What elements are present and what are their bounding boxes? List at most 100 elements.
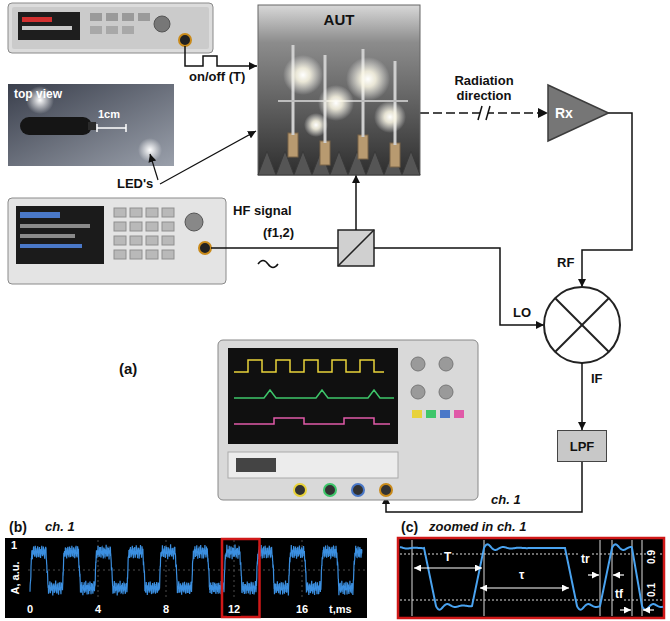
antenna-photo xyxy=(366,151,384,175)
power-splitter xyxy=(338,230,374,266)
pulse-generator xyxy=(138,13,150,21)
scale-label: 1cm xyxy=(97,108,121,121)
fall-time-label: tf xyxy=(614,588,624,602)
signal-generator xyxy=(162,208,174,217)
signal-generator xyxy=(114,250,126,259)
node-text: LPF xyxy=(570,438,595,456)
oscilloscope xyxy=(412,410,422,418)
leader-line xyxy=(160,131,256,184)
zoom-chart xyxy=(414,568,654,610)
top-view-photo xyxy=(8,84,174,166)
oscilloscope xyxy=(236,458,276,472)
top-view-photo xyxy=(96,124,98,132)
port-label: LO xyxy=(512,306,532,321)
panel-label: (c) xyxy=(400,519,419,535)
signal-generator xyxy=(146,250,158,259)
top-view-photo xyxy=(97,127,126,129)
zoom-chart xyxy=(398,538,664,618)
pulse-generator xyxy=(90,26,102,34)
signal-generator xyxy=(20,234,75,238)
waveform-chart xyxy=(28,570,365,571)
edge-label: Radiation direction xyxy=(437,74,531,104)
rf-wire xyxy=(211,247,338,249)
signal-label: HF signal xyxy=(232,204,293,219)
pulse-wire xyxy=(185,46,257,66)
signal-generator xyxy=(130,208,142,217)
oscilloscope xyxy=(440,410,450,418)
lo-wire xyxy=(374,248,544,325)
pulse-generator xyxy=(8,3,213,53)
channel-label: zoomed in ch. 1 xyxy=(428,520,528,535)
oscilloscope xyxy=(454,410,464,418)
signal-generator xyxy=(8,198,226,284)
oscilloscope xyxy=(234,360,384,372)
antenna-photo xyxy=(330,151,348,175)
level-label: 0.9 xyxy=(646,549,658,565)
waveform-chart xyxy=(30,544,362,595)
amplifier-triangle: Rx xyxy=(548,85,609,141)
break-mark xyxy=(486,106,490,120)
mixer-symbol xyxy=(555,298,609,352)
pulse-width-label: τ xyxy=(518,569,525,583)
oscilloscope xyxy=(411,357,453,399)
antenna-photo xyxy=(374,101,406,133)
signal-generator xyxy=(130,236,142,245)
signal-generator xyxy=(146,208,158,217)
oscilloscope xyxy=(380,484,392,496)
channel-label: ch. 1 xyxy=(44,520,76,535)
signal-generator xyxy=(16,206,104,264)
oscilloscope xyxy=(439,385,453,399)
signal-generator xyxy=(185,213,203,231)
break-mark xyxy=(478,106,490,120)
antenna-photo xyxy=(304,113,328,137)
photo-caption: top view xyxy=(13,88,63,102)
rf-wire xyxy=(355,175,357,230)
signal-generator xyxy=(162,250,174,259)
waveform-chart xyxy=(222,539,260,617)
axis-tick: 8 xyxy=(162,603,170,616)
signal-generator xyxy=(162,236,174,245)
signal-generator xyxy=(130,222,142,231)
node-text: AUT xyxy=(258,5,420,28)
antenna-photo xyxy=(258,5,420,175)
pulse-generator xyxy=(8,3,213,53)
antenna-photo xyxy=(283,55,323,95)
zoom-chart xyxy=(620,609,631,610)
axis-tick: 4 xyxy=(94,603,102,616)
waveform-chart xyxy=(28,540,365,600)
power-splitter xyxy=(338,230,374,266)
connector-group xyxy=(420,106,548,120)
signal-generator xyxy=(20,224,90,228)
pulse-generator xyxy=(18,12,80,40)
axis-tick: 0 xyxy=(26,603,34,616)
axis-tick: 16 xyxy=(295,603,309,616)
oscilloscope xyxy=(228,452,398,478)
rf-wire xyxy=(582,113,632,287)
zoom-chart xyxy=(412,540,413,616)
antenna-photo xyxy=(402,151,420,175)
oscilloscope xyxy=(218,340,478,500)
signal-generator xyxy=(199,242,211,254)
power-splitter xyxy=(338,230,374,266)
signal-generator xyxy=(162,222,174,231)
antenna-photo xyxy=(288,133,298,157)
signal-generator xyxy=(114,236,126,245)
oscilloscope xyxy=(426,410,436,418)
top-view-photo xyxy=(8,84,174,166)
port-label: RF xyxy=(556,256,575,271)
top-view-photo xyxy=(20,117,92,135)
channel-label: ch. 1 xyxy=(490,493,522,508)
port-label: IF xyxy=(590,372,604,387)
waveform-chart xyxy=(5,538,367,618)
signal-generator xyxy=(146,236,158,245)
zoom-chart xyxy=(398,538,664,618)
oscilloscope xyxy=(218,340,478,500)
signal-generator xyxy=(114,208,174,259)
sine-symbol xyxy=(258,261,278,268)
panel-label: (a) xyxy=(118,360,138,377)
pulse-generator xyxy=(122,26,134,34)
antenna-photo xyxy=(390,143,400,167)
antenna-photo xyxy=(358,135,368,159)
